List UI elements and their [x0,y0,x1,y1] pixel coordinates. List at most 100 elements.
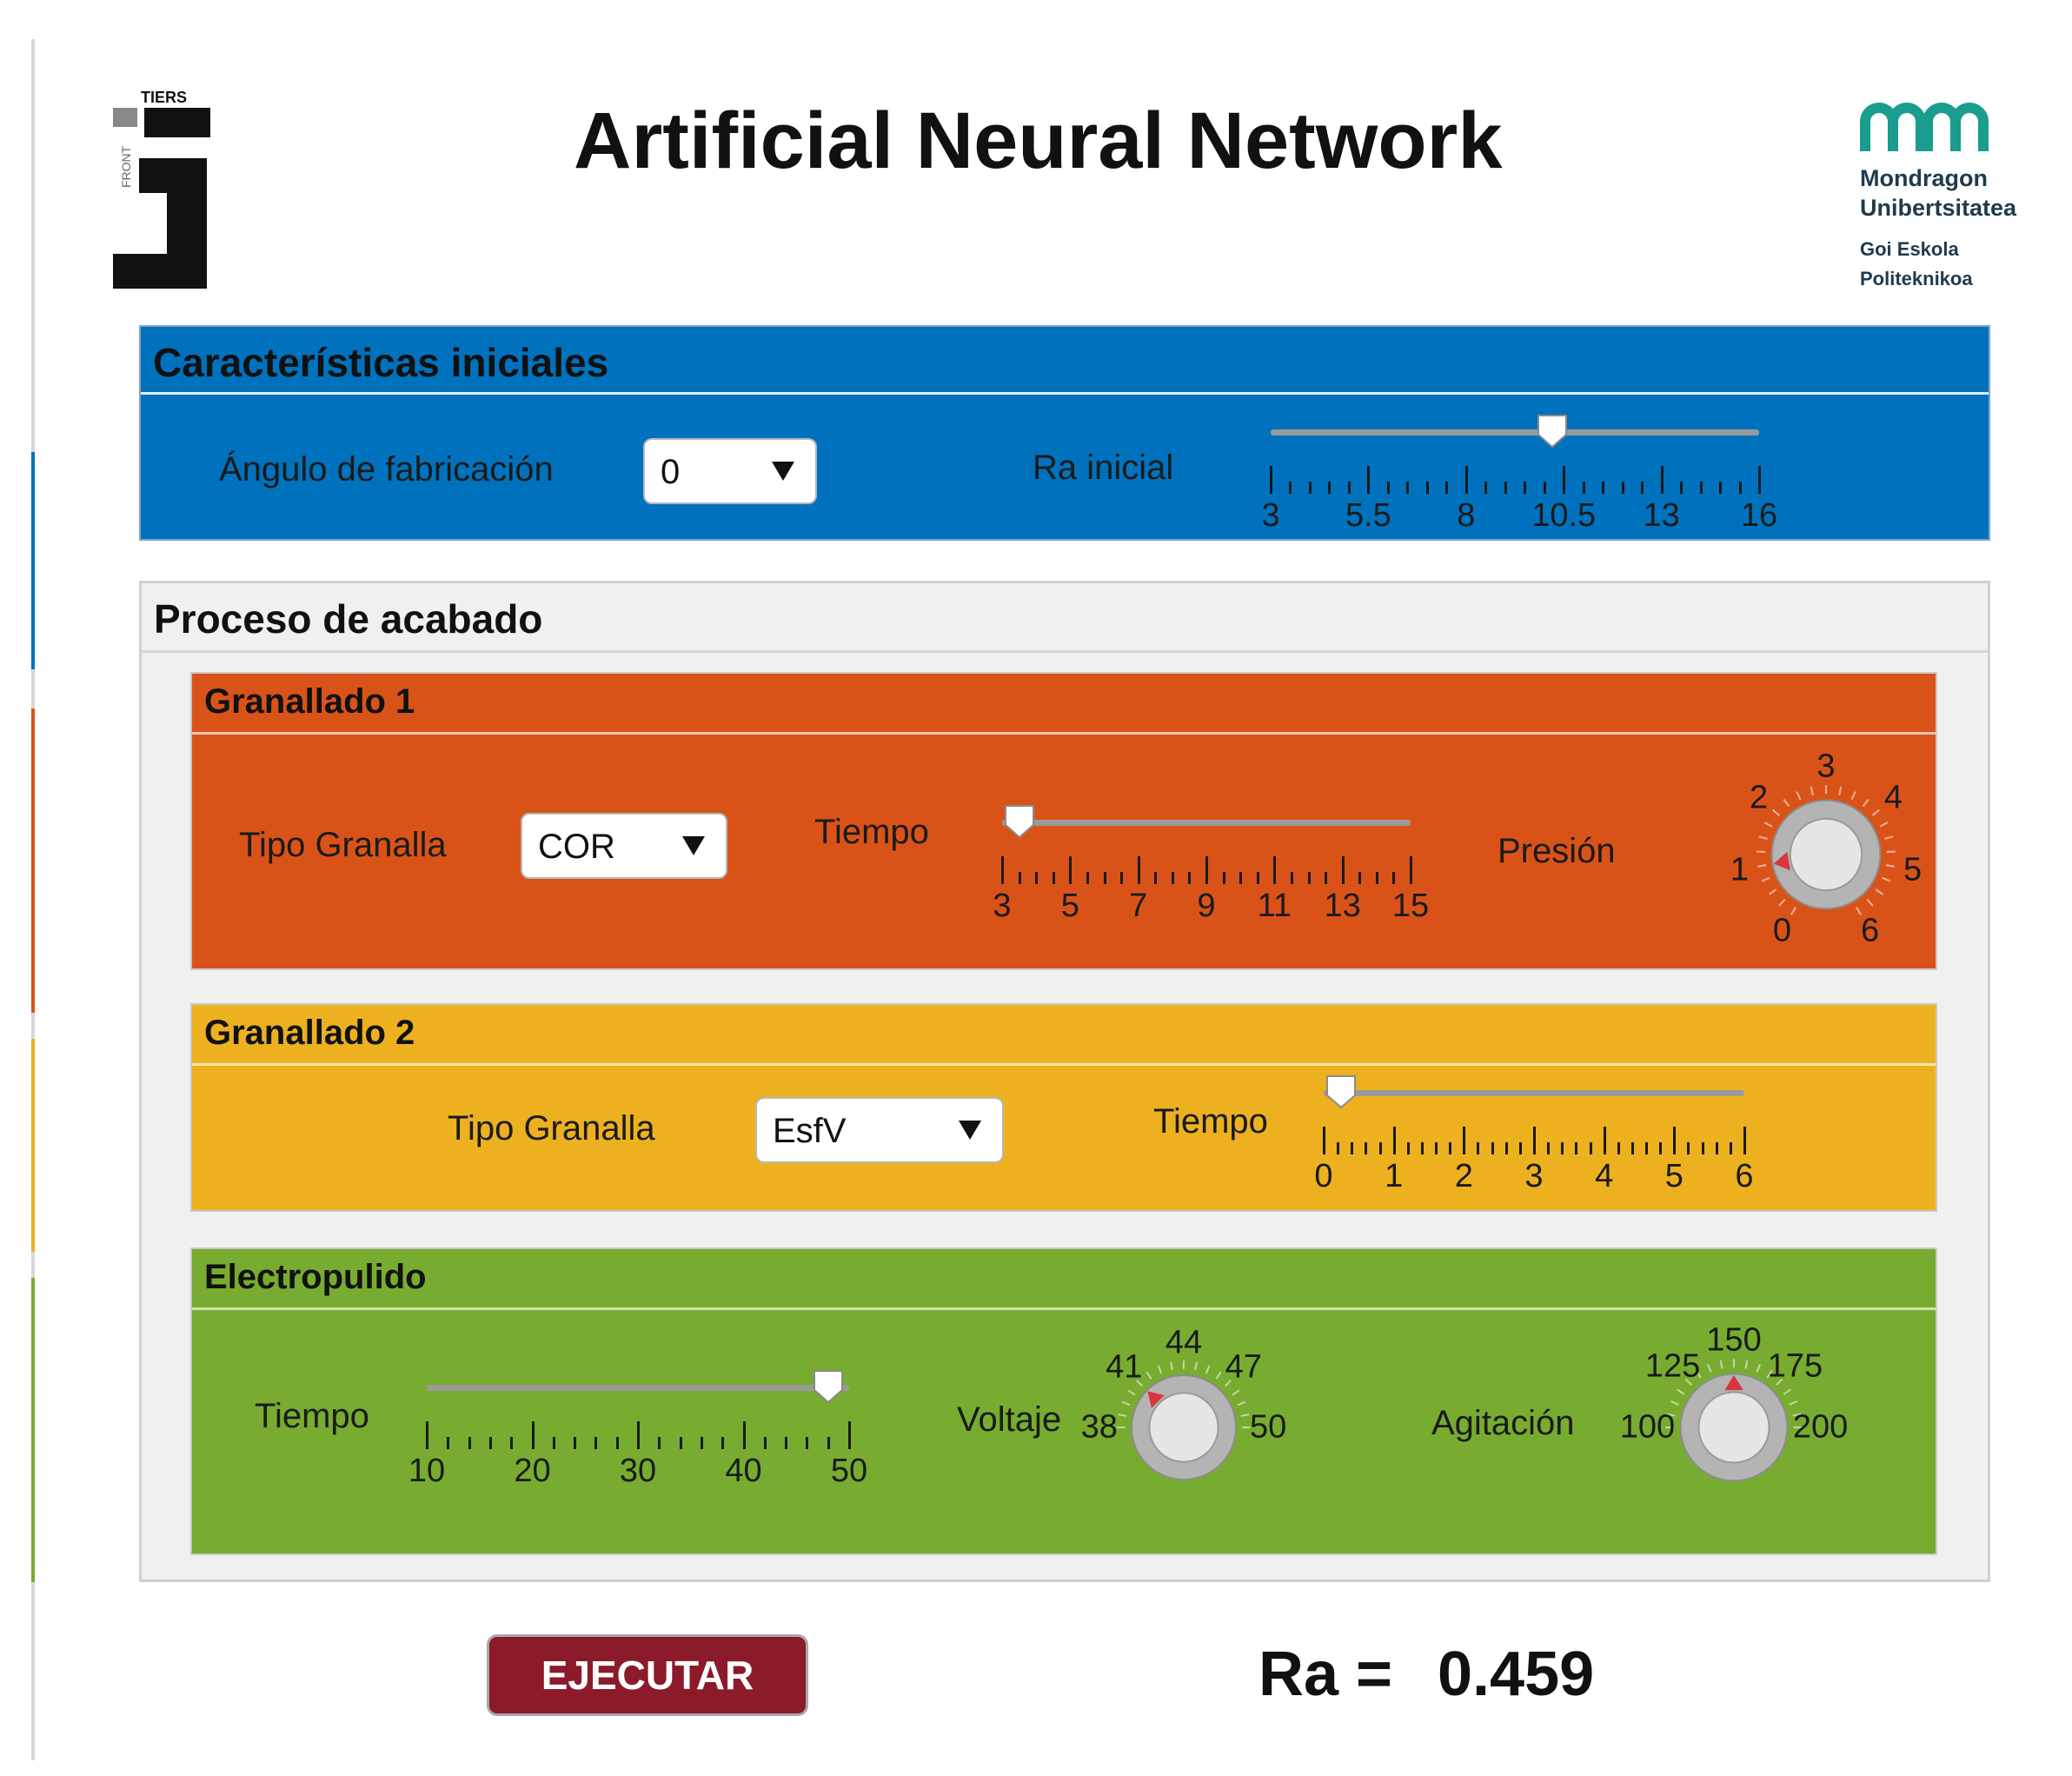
knob-tick [1695,1370,1702,1379]
slider-minor-tick [1524,482,1527,494]
slider-major-tick [1392,1127,1396,1154]
logo-school-line1: Goi Eskola [1860,238,1959,260]
panel-title: Granallado 2 [204,1014,415,1052]
knob-tick [1677,1388,1685,1395]
slider-tick-label: 30 [619,1453,657,1489]
slider-major-tick [1205,856,1208,884]
knob-tick [1757,864,1767,868]
knob-dial[interactable] [1713,740,1939,969]
knob-tick [1810,786,1814,795]
tiempo-label: Tiempo [814,813,929,851]
knob-tick [1866,898,1874,907]
knob-tick [1768,888,1777,895]
slider-track[interactable] [1002,820,1411,826]
slider-thumb[interactable] [813,1369,844,1404]
logo-name-line2: Unibertsitatea [1860,195,2017,221]
slider-tick-label: 4 [1595,1158,1614,1194]
slider-minor-tick [1729,1142,1732,1154]
knob-tick [1871,808,1880,816]
slider-minor-tick [1365,1142,1368,1154]
logo-school-line2: Politeknikoa [1860,268,1973,289]
tipo-granalla-dropdown[interactable]: EsfV [755,1097,1004,1163]
slider-minor-tick [1328,482,1332,494]
slider-thumb[interactable] [1004,804,1035,839]
mondragon-mark-icon [1860,103,1989,151]
knob-cap[interactable] [1697,1391,1770,1464]
slider-tick-label: 5 [1060,888,1079,924]
slider-minor-tick [1575,1142,1578,1154]
slider-minor-tick [1582,482,1585,494]
slider-minor-tick [1589,1142,1592,1154]
slider-major-tick [1743,1127,1746,1154]
knob-tick [1796,791,1802,801]
knob-cap[interactable] [1148,1392,1219,1463]
slider-minor-tick [1420,1142,1424,1154]
slider-tick-label: 13 [1643,497,1680,534]
slider-minor-tick [1120,872,1124,884]
slider-tick-label: 5 [1664,1158,1684,1194]
tipo-granalla-value: COR [538,828,615,866]
slider-track[interactable] [1271,429,1759,436]
result-label: Ra = [1258,1640,1393,1709]
knob-dial[interactable] [1075,1308,1292,1547]
angulo-dropdown[interactable]: 0 [643,438,817,504]
knob-tick-label: 100 [1619,1408,1676,1446]
slider-major-tick [848,1421,851,1449]
slider-minor-tick [1645,1142,1649,1154]
slider-minor-tick [1719,482,1723,494]
slider-minor-tick [827,1437,830,1449]
slider-major-tick [1001,856,1004,884]
slider-minor-tick [488,1437,492,1449]
knob-tick [1882,876,1891,882]
knob-indicator [1773,851,1790,871]
knob-tick [1135,1379,1144,1387]
slider-track[interactable] [427,1385,849,1391]
knob-tick [1146,1371,1152,1380]
slider-major-tick [1758,466,1761,494]
front5-logo: TIERS FRONT [104,87,226,300]
slider-tick-label: 2 [1454,1158,1473,1194]
knob-tick-label: 6 [1860,912,1880,949]
slider-minor-tick [658,1437,661,1449]
slider-minor-tick [1435,1142,1438,1154]
slider-minor-tick [1035,872,1039,884]
slider-minor-tick [1518,1142,1522,1154]
knob-cap[interactable] [1789,817,1863,892]
ejecutar-button[interactable]: EJECUTAR [487,1634,808,1716]
slider-tick-label: 15 [1391,888,1430,924]
slider-tick-label: 16 [1740,497,1778,534]
knob-dial[interactable] [1623,1308,1845,1547]
knob-tick-label: 200 [1792,1408,1849,1446]
slider-minor-tick [1154,872,1158,884]
slider-tick-label: 10 [408,1453,446,1489]
knob-tick [1121,1400,1131,1407]
result-value: 0.459 [1438,1640,1595,1709]
knob-tick-label: 1 [1730,851,1750,888]
knob-tick [1772,808,1781,816]
slider-minor-tick [552,1437,555,1449]
knob-tick [1719,1360,1723,1369]
knob-tick [1775,1378,1783,1387]
knob-tick-label: 175 [1767,1347,1823,1385]
page-title: Artificial Neural Network [574,96,1503,185]
tipo-granalla-dropdown[interactable]: COR [521,813,727,879]
slider-track[interactable] [1324,1090,1744,1096]
slider-major-tick [1270,466,1272,494]
angulo-label: Ángulo de fabricación [219,450,554,489]
slider-thumb[interactable] [1325,1074,1357,1109]
slider-major-tick [1341,856,1345,884]
knob-tick-label: 5 [1903,851,1923,888]
slider-minor-tick [1307,872,1311,884]
knob-tick [1758,835,1768,840]
knob-tick-label: 38 [1080,1408,1118,1446]
slider-minor-tick [1347,482,1351,494]
slider-tick-label: 9 [1197,888,1216,924]
knob-tick [1170,1361,1173,1371]
slider-minor-tick [1378,1142,1382,1154]
slider-thumb[interactable] [1537,414,1568,449]
